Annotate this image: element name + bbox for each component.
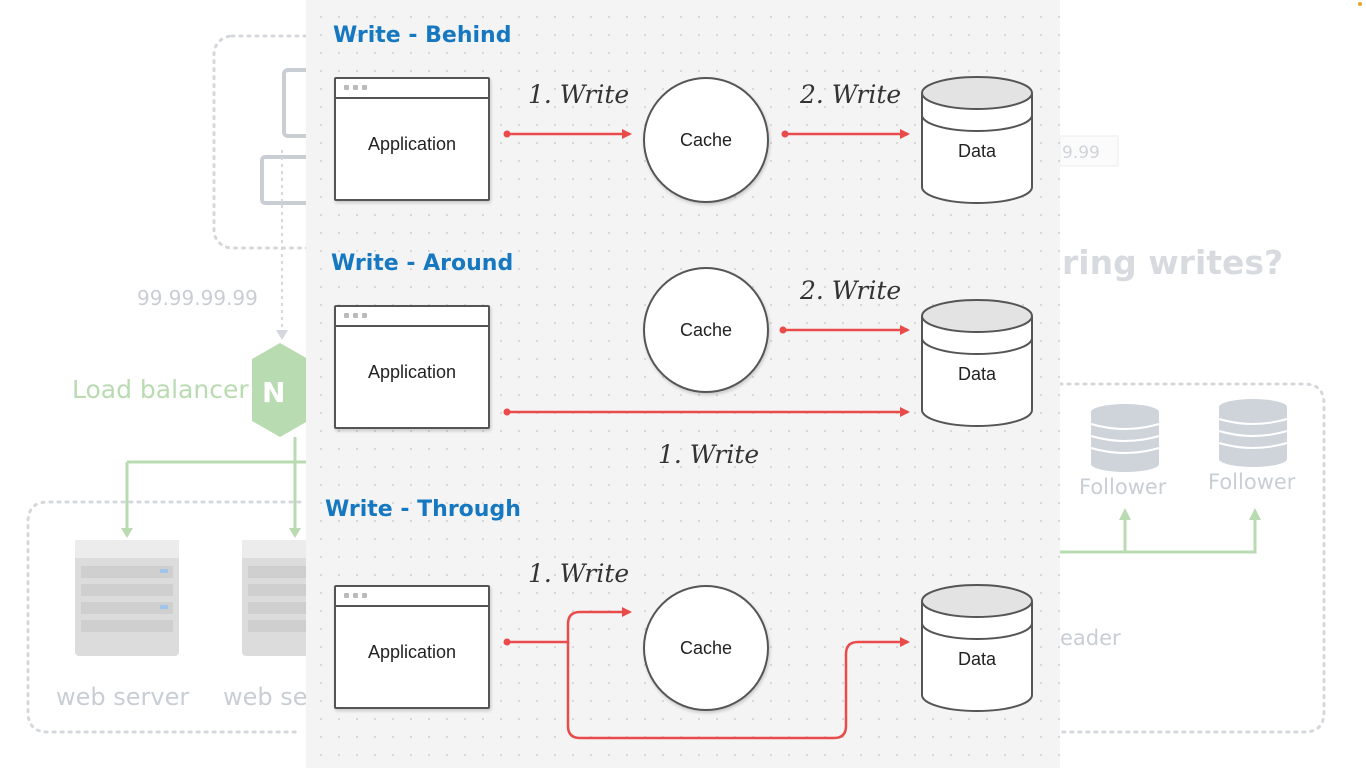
- monitor-icon: [260, 155, 312, 205]
- load-balancer-label: Load balancer: [72, 375, 249, 404]
- web-server-label-1: web server: [56, 683, 189, 711]
- section-title-write-around: Write - Around: [331, 251, 514, 276]
- step-label-1: 1. Write: [528, 80, 630, 109]
- step-label-1: 1. Write: [658, 440, 760, 469]
- ip-address-left: 99.99.99.99: [137, 286, 258, 310]
- follower-label-2: Follower: [1208, 470, 1296, 494]
- section-title-write-behind: Write - Behind: [333, 23, 512, 48]
- follower-label-1: Follower: [1079, 475, 1167, 499]
- question-heading-fragment: ring writes?: [1062, 243, 1283, 282]
- nginx-hexagon-icon: [252, 343, 308, 437]
- database-stack-icon: [1090, 404, 1160, 472]
- web-server-label-2: web se: [223, 683, 308, 711]
- database-cylinder: Data: [920, 75, 1034, 205]
- step-label-2: 2. Write: [800, 276, 902, 305]
- nginx-badge-text: N: [262, 376, 285, 409]
- cache-circle: Cache: [643, 267, 769, 393]
- cache-circle: Cache: [643, 585, 769, 711]
- section-title-write-through: Write - Through: [325, 497, 521, 522]
- database-cylinder: Data: [920, 298, 1034, 428]
- leader-label-fragment: eader: [1060, 626, 1121, 650]
- ip-address-right: 9.99: [1062, 143, 1100, 163]
- web-server-icon: [75, 540, 179, 656]
- cache-circle: Cache: [643, 77, 769, 203]
- database-cylinder: Data: [920, 583, 1034, 713]
- application-label: Application: [367, 362, 457, 382]
- database-stack-icon: [1218, 399, 1288, 467]
- step-label-2: 2. Write: [800, 80, 902, 109]
- application-window: Application: [334, 585, 490, 709]
- data-label: Data: [957, 649, 997, 669]
- data-label: Data: [957, 141, 997, 161]
- application-label: Application: [367, 642, 457, 662]
- application-label: Application: [367, 134, 457, 154]
- application-window: Application: [334, 77, 490, 201]
- web-server-icon: [242, 540, 312, 656]
- application-window: Application: [334, 305, 490, 429]
- data-label: Data: [957, 364, 997, 384]
- step-label-1: 1. Write: [528, 559, 630, 588]
